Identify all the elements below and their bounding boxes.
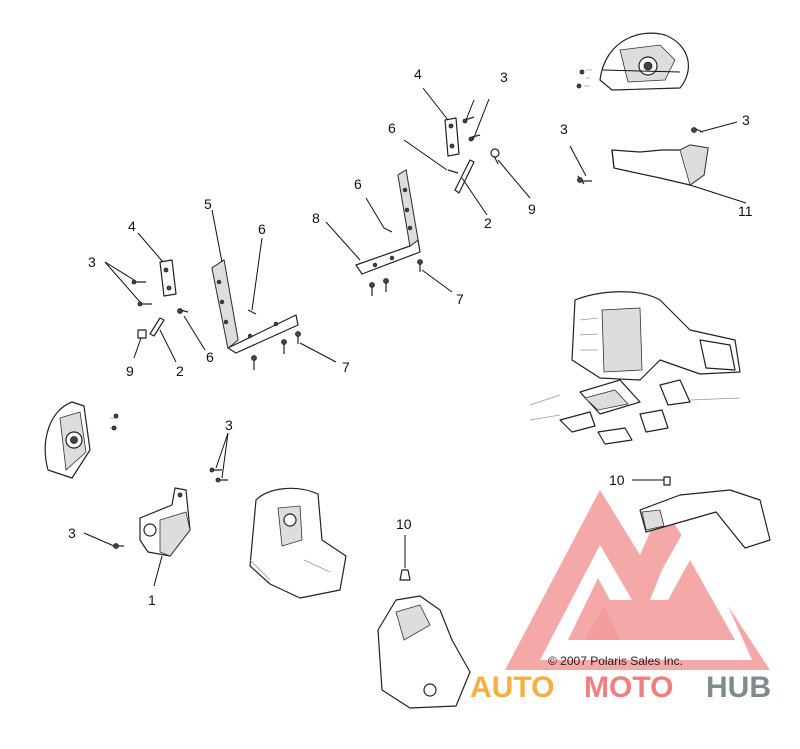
- headlight-assembly-left: [44, 401, 119, 479]
- watermark-auto: AUTO: [470, 671, 554, 704]
- callout-3: 3: [560, 121, 568, 137]
- callout-4: 4: [128, 218, 136, 234]
- watermark-hub: HUB: [706, 671, 771, 704]
- callout-4: 4: [414, 66, 422, 82]
- lower-body-section: [377, 535, 471, 709]
- watermark-moto: MOTO: [584, 671, 673, 704]
- callout-3: 3: [88, 254, 96, 270]
- callout-9: 9: [528, 201, 536, 217]
- copyright-notice: © 2007 Polaris Sales Inc.: [548, 654, 683, 668]
- callout-7: 7: [342, 359, 350, 375]
- bracket-5: [211, 209, 337, 370]
- callout-6: 6: [388, 120, 396, 136]
- watermark-text: AUTO MOTO HUB: [470, 671, 771, 704]
- watermark-logo: [505, 490, 770, 670]
- callout-1: 1: [148, 592, 156, 608]
- callout-9: 9: [126, 363, 134, 379]
- callout-10: 10: [609, 472, 625, 488]
- callout-2: 2: [484, 215, 492, 231]
- callout-6: 6: [258, 221, 266, 237]
- callout-labels: 1 2 2 3 3 3 3 3 3 4 4 5 6 6 6 6 7 7 8 9 …: [68, 66, 753, 608]
- bracket-4-top: [403, 87, 531, 216]
- callout-3: 3: [225, 417, 233, 433]
- callout-5: 5: [204, 196, 212, 212]
- bracket-1: [83, 432, 229, 587]
- rail-10-right: [632, 476, 771, 549]
- callout-3: 3: [68, 525, 76, 541]
- center-body-section: [249, 487, 347, 599]
- callout-11: 11: [738, 203, 753, 219]
- callout-10: 10: [396, 516, 412, 532]
- callout-3: 3: [742, 112, 750, 128]
- callout-6: 6: [206, 349, 214, 365]
- bracket-8: [325, 169, 453, 296]
- callout-6: 6: [354, 176, 362, 192]
- bracket-4-left: [104, 232, 206, 363]
- front-body-section: [529, 291, 741, 445]
- bracket-11: [569, 121, 747, 204]
- callout-8: 8: [312, 210, 320, 226]
- callout-2: 2: [176, 363, 184, 379]
- headlight-assembly-top-right: [576, 32, 689, 91]
- callout-7: 7: [456, 291, 464, 307]
- callout-3: 3: [500, 69, 508, 85]
